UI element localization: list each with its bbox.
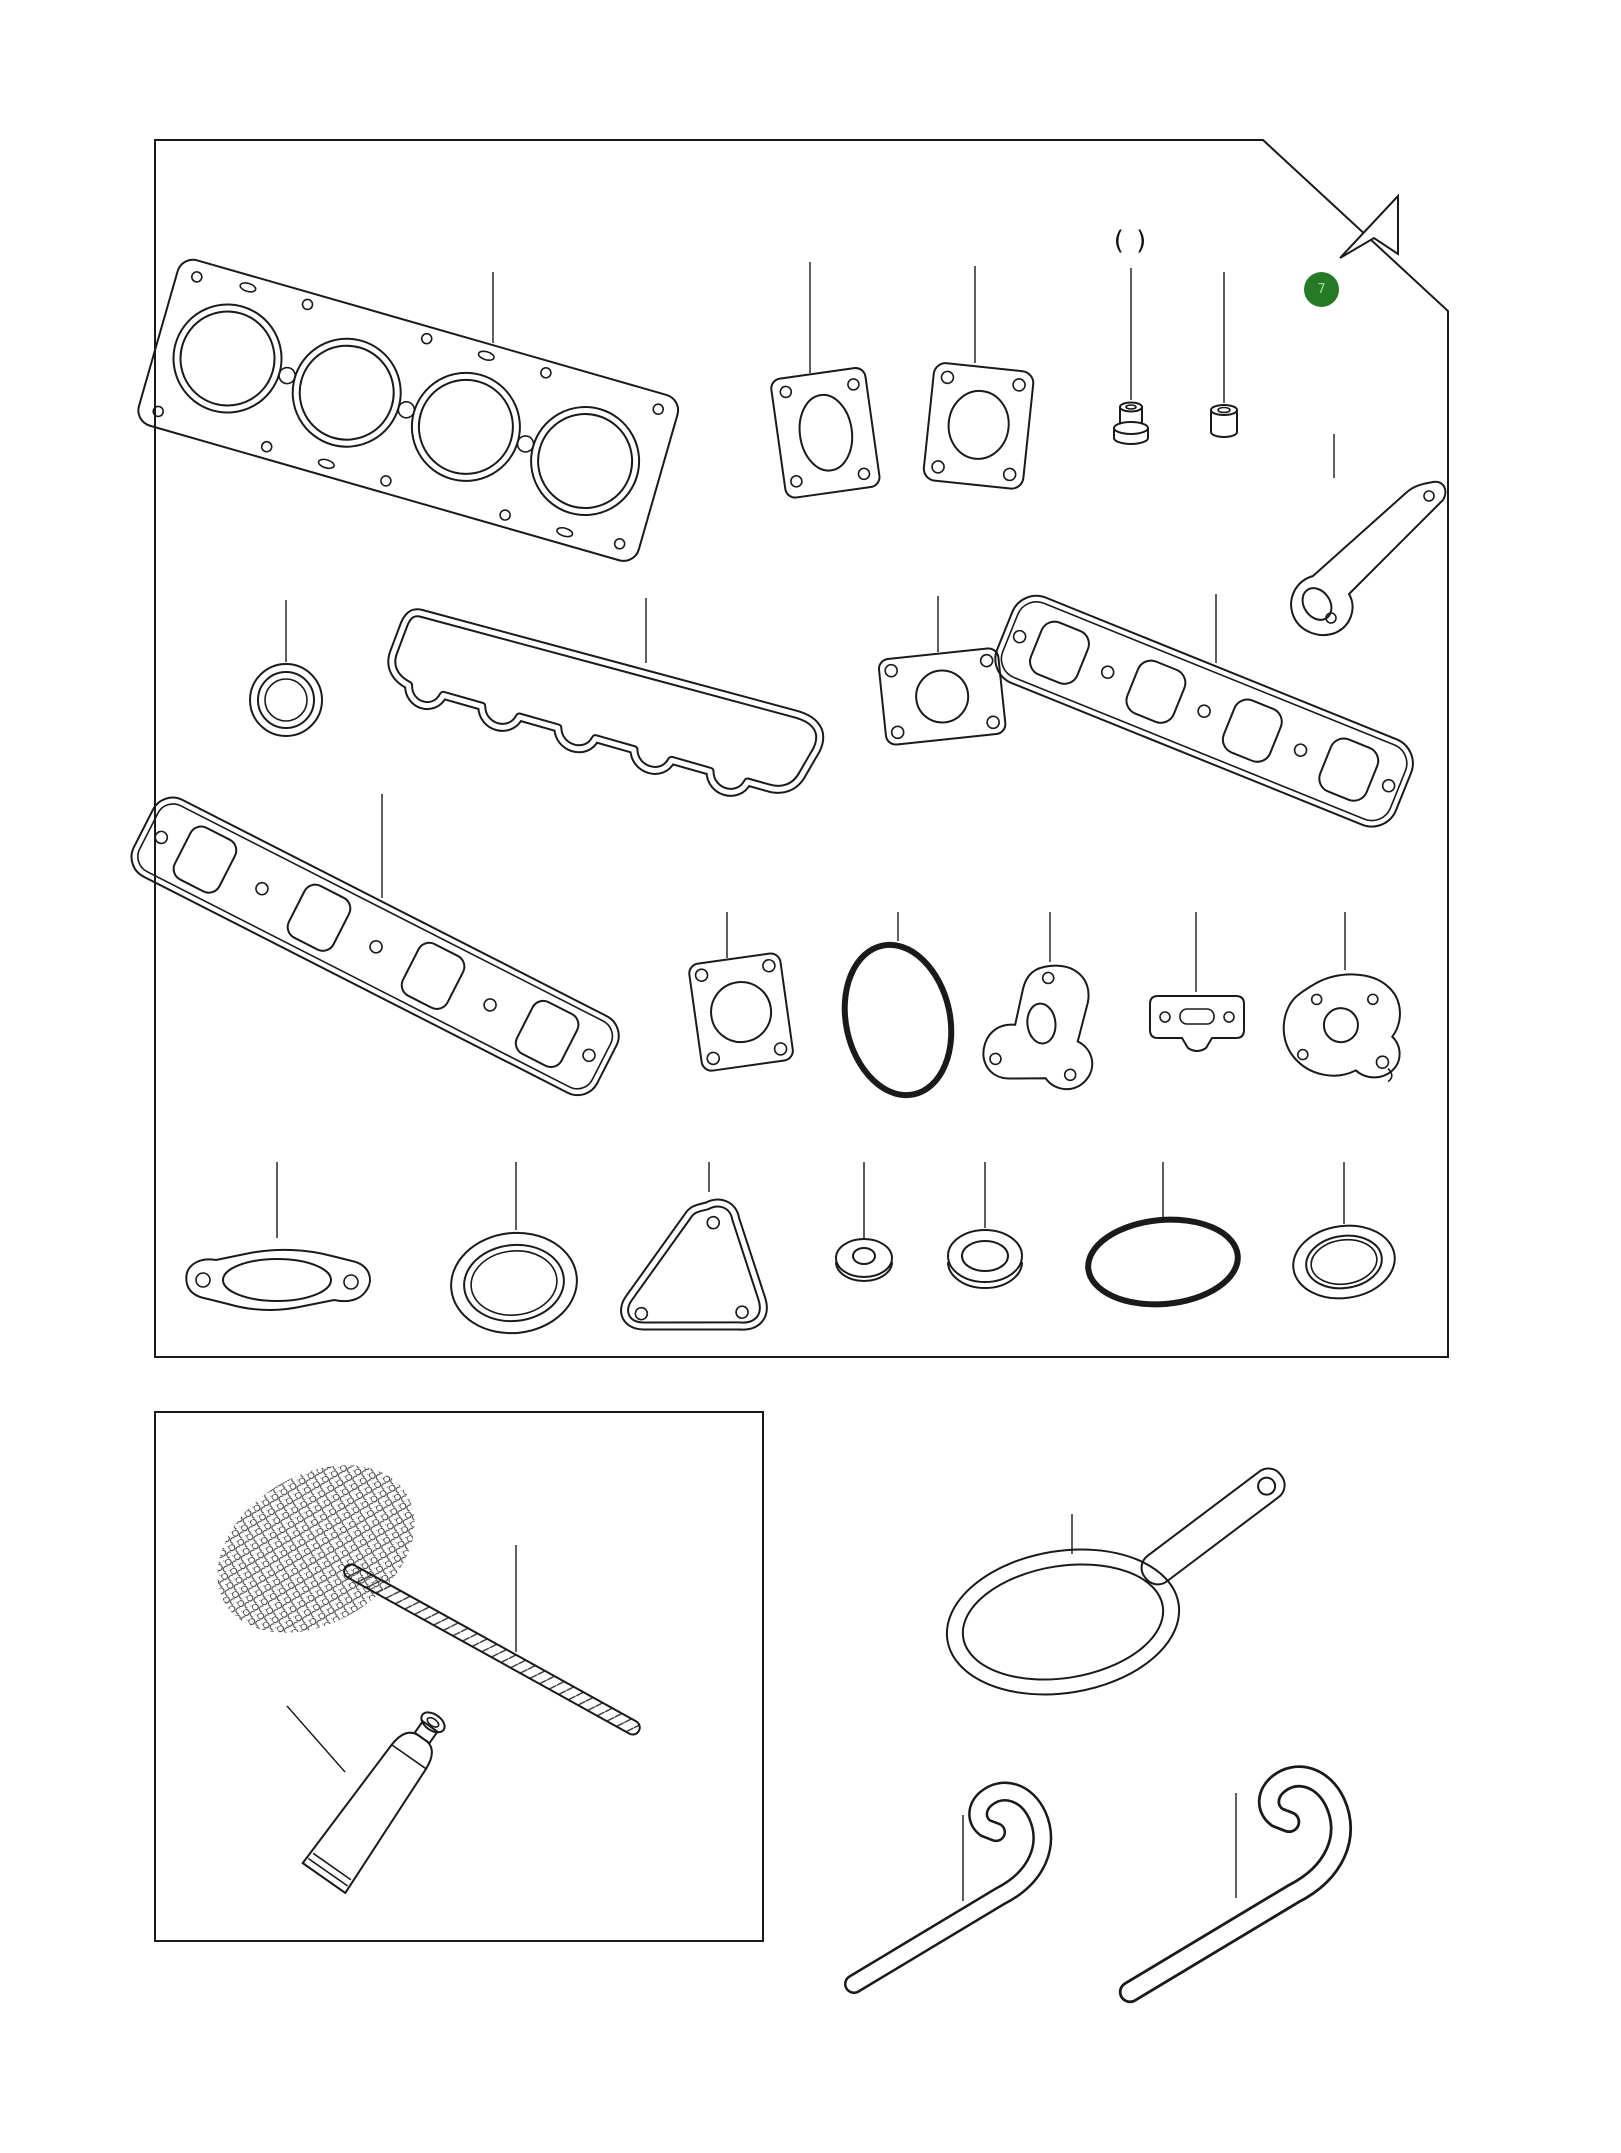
part-rear-oil-seal (1292, 1162, 1396, 1300)
part-inlet-port-gasket (922, 266, 1035, 490)
brush-head (217, 1465, 415, 1633)
panel-border (154, 1411, 764, 1942)
part-grommet-washer (835, 1162, 893, 1282)
part-large-o-ring (841, 912, 955, 1099)
tool-hook-spanner-wrench-2 (1118, 1765, 1353, 2004)
wrench-handle (1140, 1467, 1286, 1586)
part-water-pump-gasket (982, 912, 1094, 1091)
tool-oil-filter-wrench (945, 1467, 1286, 1696)
wrench-band-inner (961, 1563, 1165, 1681)
part-cylinder-head-gasket (137, 258, 680, 562)
part-triangular-cover-gasket (620, 1162, 768, 1331)
part-camshaft-oil-seal (249, 600, 323, 737)
part-rocker-cover-gasket (387, 598, 825, 797)
part-o-ring (1085, 1162, 1241, 1308)
tool-hook-spanner-wrench-1 (844, 1781, 1053, 1994)
part-crankshaft-front-seal (450, 1162, 578, 1335)
part-thermostat-housing-gasket (1282, 912, 1401, 1083)
figure-callout-badge: 7 (1304, 272, 1339, 307)
tool-cleaning-brush (217, 1465, 641, 1736)
part-side-cover-gasket (877, 596, 1007, 746)
loose-tools (844, 1467, 1353, 2004)
callout-number: 7 (1317, 282, 1326, 297)
part-exhaust-manifold-gasket (130, 794, 620, 1097)
service-items-panel (154, 1411, 764, 1942)
part-intake-manifold-gasket (994, 594, 1414, 828)
optional-part-marker: ( ) (1113, 226, 1149, 256)
part-seal-cap (1210, 272, 1238, 438)
gasket-kit-panel (130, 139, 1449, 1358)
leader-line (286, 1705, 346, 1773)
wrench-band-outer (945, 1548, 1181, 1696)
part-valve-stem-seal (1113, 268, 1149, 445)
hanging-hole (1257, 1476, 1277, 1496)
brush-handle (343, 1563, 641, 1736)
part-water-outlet-gasket (1290, 434, 1447, 636)
part-exhaust-outlet-gasket (770, 262, 881, 499)
panel-border (154, 139, 1449, 1358)
callout-flag-icon (1339, 193, 1399, 259)
part-bracket-gasket (1149, 912, 1245, 1052)
tool-sealant-tube (286, 1705, 446, 1895)
part-seal-ring (947, 1162, 1023, 1289)
part-pipe-flange-gasket (688, 912, 794, 1072)
part-exhaust-pipe-gasket (185, 1162, 371, 1311)
